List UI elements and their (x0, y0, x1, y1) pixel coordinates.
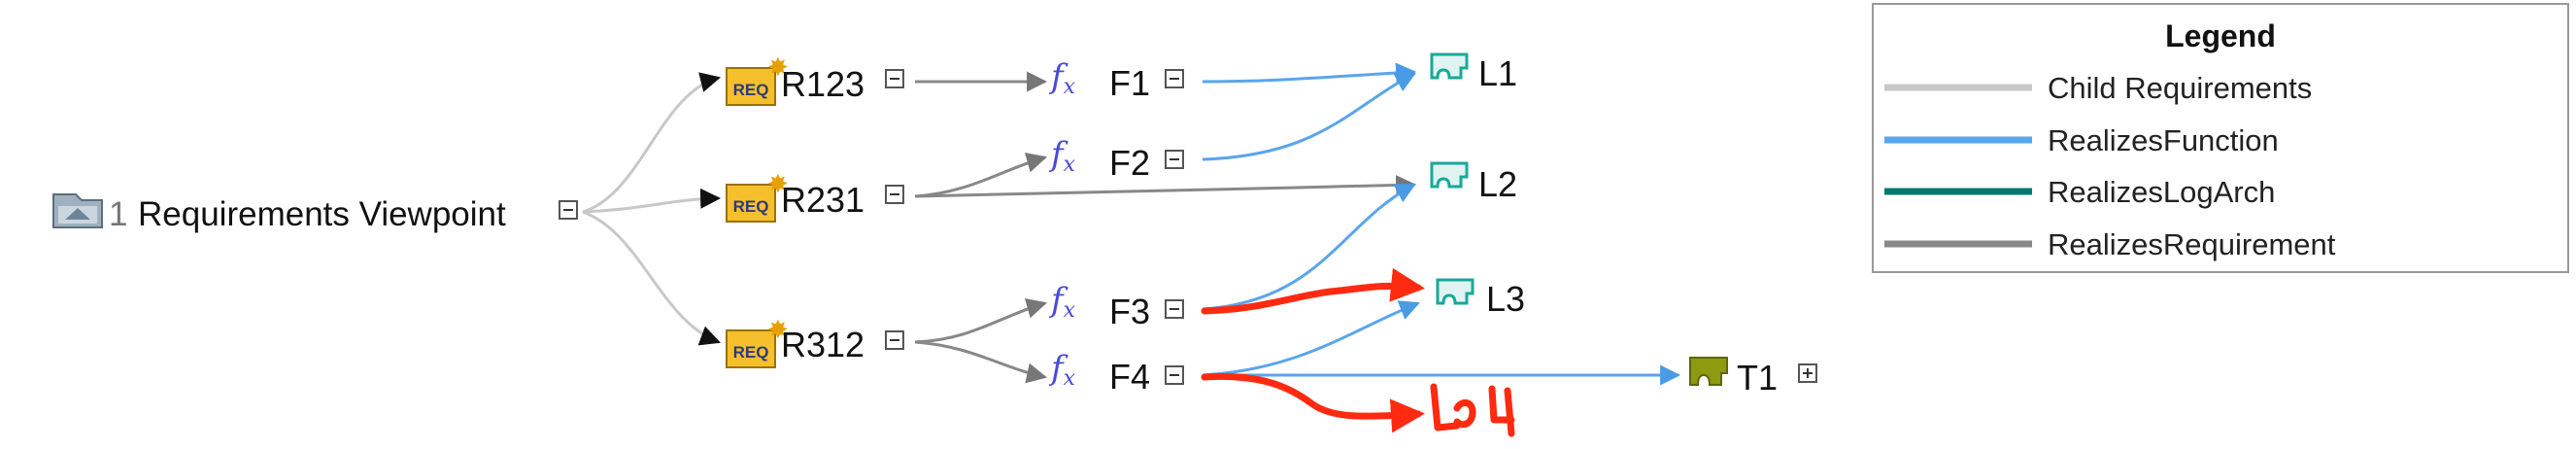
legend-item-label: Child Requirements (2048, 71, 2312, 105)
collapse-toggle[interactable] (559, 200, 578, 220)
edge-f3-l2 (1202, 183, 1416, 311)
function-icon: fx (1048, 281, 1076, 323)
collapse-toggle[interactable] (1165, 150, 1184, 169)
edge-root-r312 (582, 210, 721, 346)
collapse-toggle[interactable] (885, 185, 904, 204)
annotation-stroke-f3-l3 (1201, 267, 1425, 315)
function-label: F4 (1109, 357, 1150, 397)
logical-node-l3[interactable]: L3 (1436, 278, 1525, 319)
edge-f4-l3 (1202, 300, 1420, 377)
function-node-f1[interactable]: fx F1 (1048, 57, 1184, 103)
collapse-toggle[interactable] (1165, 365, 1184, 385)
collapse-toggle[interactable] (885, 330, 904, 350)
legend-item-label: RealizesRequirement (2048, 227, 2336, 261)
requirement-icon: REQ ✸ (726, 53, 789, 106)
svg-text:✸: ✸ (767, 170, 789, 199)
svg-text:✸: ✸ (767, 53, 789, 83)
logical-label: L2 (1478, 164, 1517, 204)
logical-component-icon (1430, 161, 1469, 189)
realizes-function-edges (1202, 62, 1681, 386)
requirement-label: R312 (781, 325, 864, 364)
svg-text:REQ: REQ (733, 81, 769, 99)
requirement-node-r123[interactable]: REQ ✸ R123 (726, 53, 904, 106)
requirement-label: R123 (781, 64, 864, 104)
package-folder-icon (52, 193, 103, 228)
svg-text:REQ: REQ (733, 197, 769, 216)
technical-node-t1[interactable]: T1 (1689, 357, 1817, 397)
annotation-l4-glyphs (1430, 383, 1515, 437)
requirement-icon: REQ ✸ (726, 170, 789, 223)
edge-r312-f4 (914, 340, 1048, 384)
technical-label: T1 (1737, 358, 1778, 397)
svg-text:REQ: REQ (733, 343, 769, 362)
legend-item-child-requirements: Child Requirements (1884, 71, 2312, 105)
legend-item-realizes-requirement: RealizesRequirement (1884, 227, 2336, 261)
function-node-f3[interactable]: fx F3 (1048, 281, 1184, 331)
logical-component-icon (1436, 278, 1474, 305)
legend-item-label: RealizesFunction (2048, 123, 2279, 157)
function-node-f2[interactable]: fx F2 (1048, 135, 1184, 183)
collapse-toggle[interactable] (1165, 69, 1184, 88)
legend-item-realizes-function: RealizesFunction (1884, 123, 2279, 157)
realizes-requirement-edges (914, 71, 1417, 384)
edge-r231-l2 (914, 174, 1417, 198)
edge-f2-l1 (1202, 72, 1416, 161)
function-icon: fx (1048, 135, 1076, 177)
requirement-node-r231[interactable]: REQ ✸ R231 (726, 170, 904, 223)
root-label: Requirements Viewpoint (138, 195, 506, 233)
function-label: F2 (1109, 143, 1150, 183)
legend-item-label: RealizesLogArch (2048, 175, 2275, 209)
edge-root-r231 (582, 188, 722, 214)
logical-node-l2[interactable]: L2 (1430, 161, 1517, 204)
edge-r312-f3 (914, 298, 1048, 344)
edge-f1-l1 (1202, 62, 1417, 84)
legend-title: Legend (2165, 18, 2276, 53)
function-icon: fx (1048, 349, 1076, 391)
logical-component-icon (1430, 52, 1469, 80)
function-node-f4[interactable]: fx F4 (1048, 349, 1184, 397)
logical-node-l1[interactable]: L1 (1430, 52, 1517, 93)
child-requirement-edges (582, 72, 722, 346)
function-label: F1 (1109, 63, 1150, 103)
legend-item-realizes-logarch: RealizesLogArch (1884, 175, 2275, 209)
svg-text:✸: ✸ (767, 316, 789, 345)
logical-label: L3 (1486, 279, 1525, 319)
logical-label: L1 (1478, 53, 1517, 93)
root-node[interactable]: 1 Requirements Viewpoint (52, 193, 578, 233)
technical-component-icon (1689, 357, 1728, 386)
requirement-icon: REQ ✸ (726, 316, 789, 368)
function-label: F3 (1109, 292, 1150, 331)
collapse-toggle[interactable] (885, 69, 904, 88)
function-icon: fx (1048, 57, 1076, 99)
requirement-node-r312[interactable]: REQ ✸ R312 (726, 316, 904, 368)
expand-toggle[interactable] (1798, 363, 1817, 383)
edge-root-r123 (582, 72, 722, 214)
legend: Legend Child Requirements RealizesFuncti… (1872, 3, 2569, 273)
root-number: 1 (109, 195, 127, 233)
collapse-toggle[interactable] (1165, 299, 1184, 319)
edge-r231-f2 (914, 153, 1048, 198)
requirement-label: R231 (781, 180, 864, 220)
annotation-stroke-f4-l4 (1201, 372, 1425, 433)
handwritten-annotation (1201, 267, 1515, 437)
